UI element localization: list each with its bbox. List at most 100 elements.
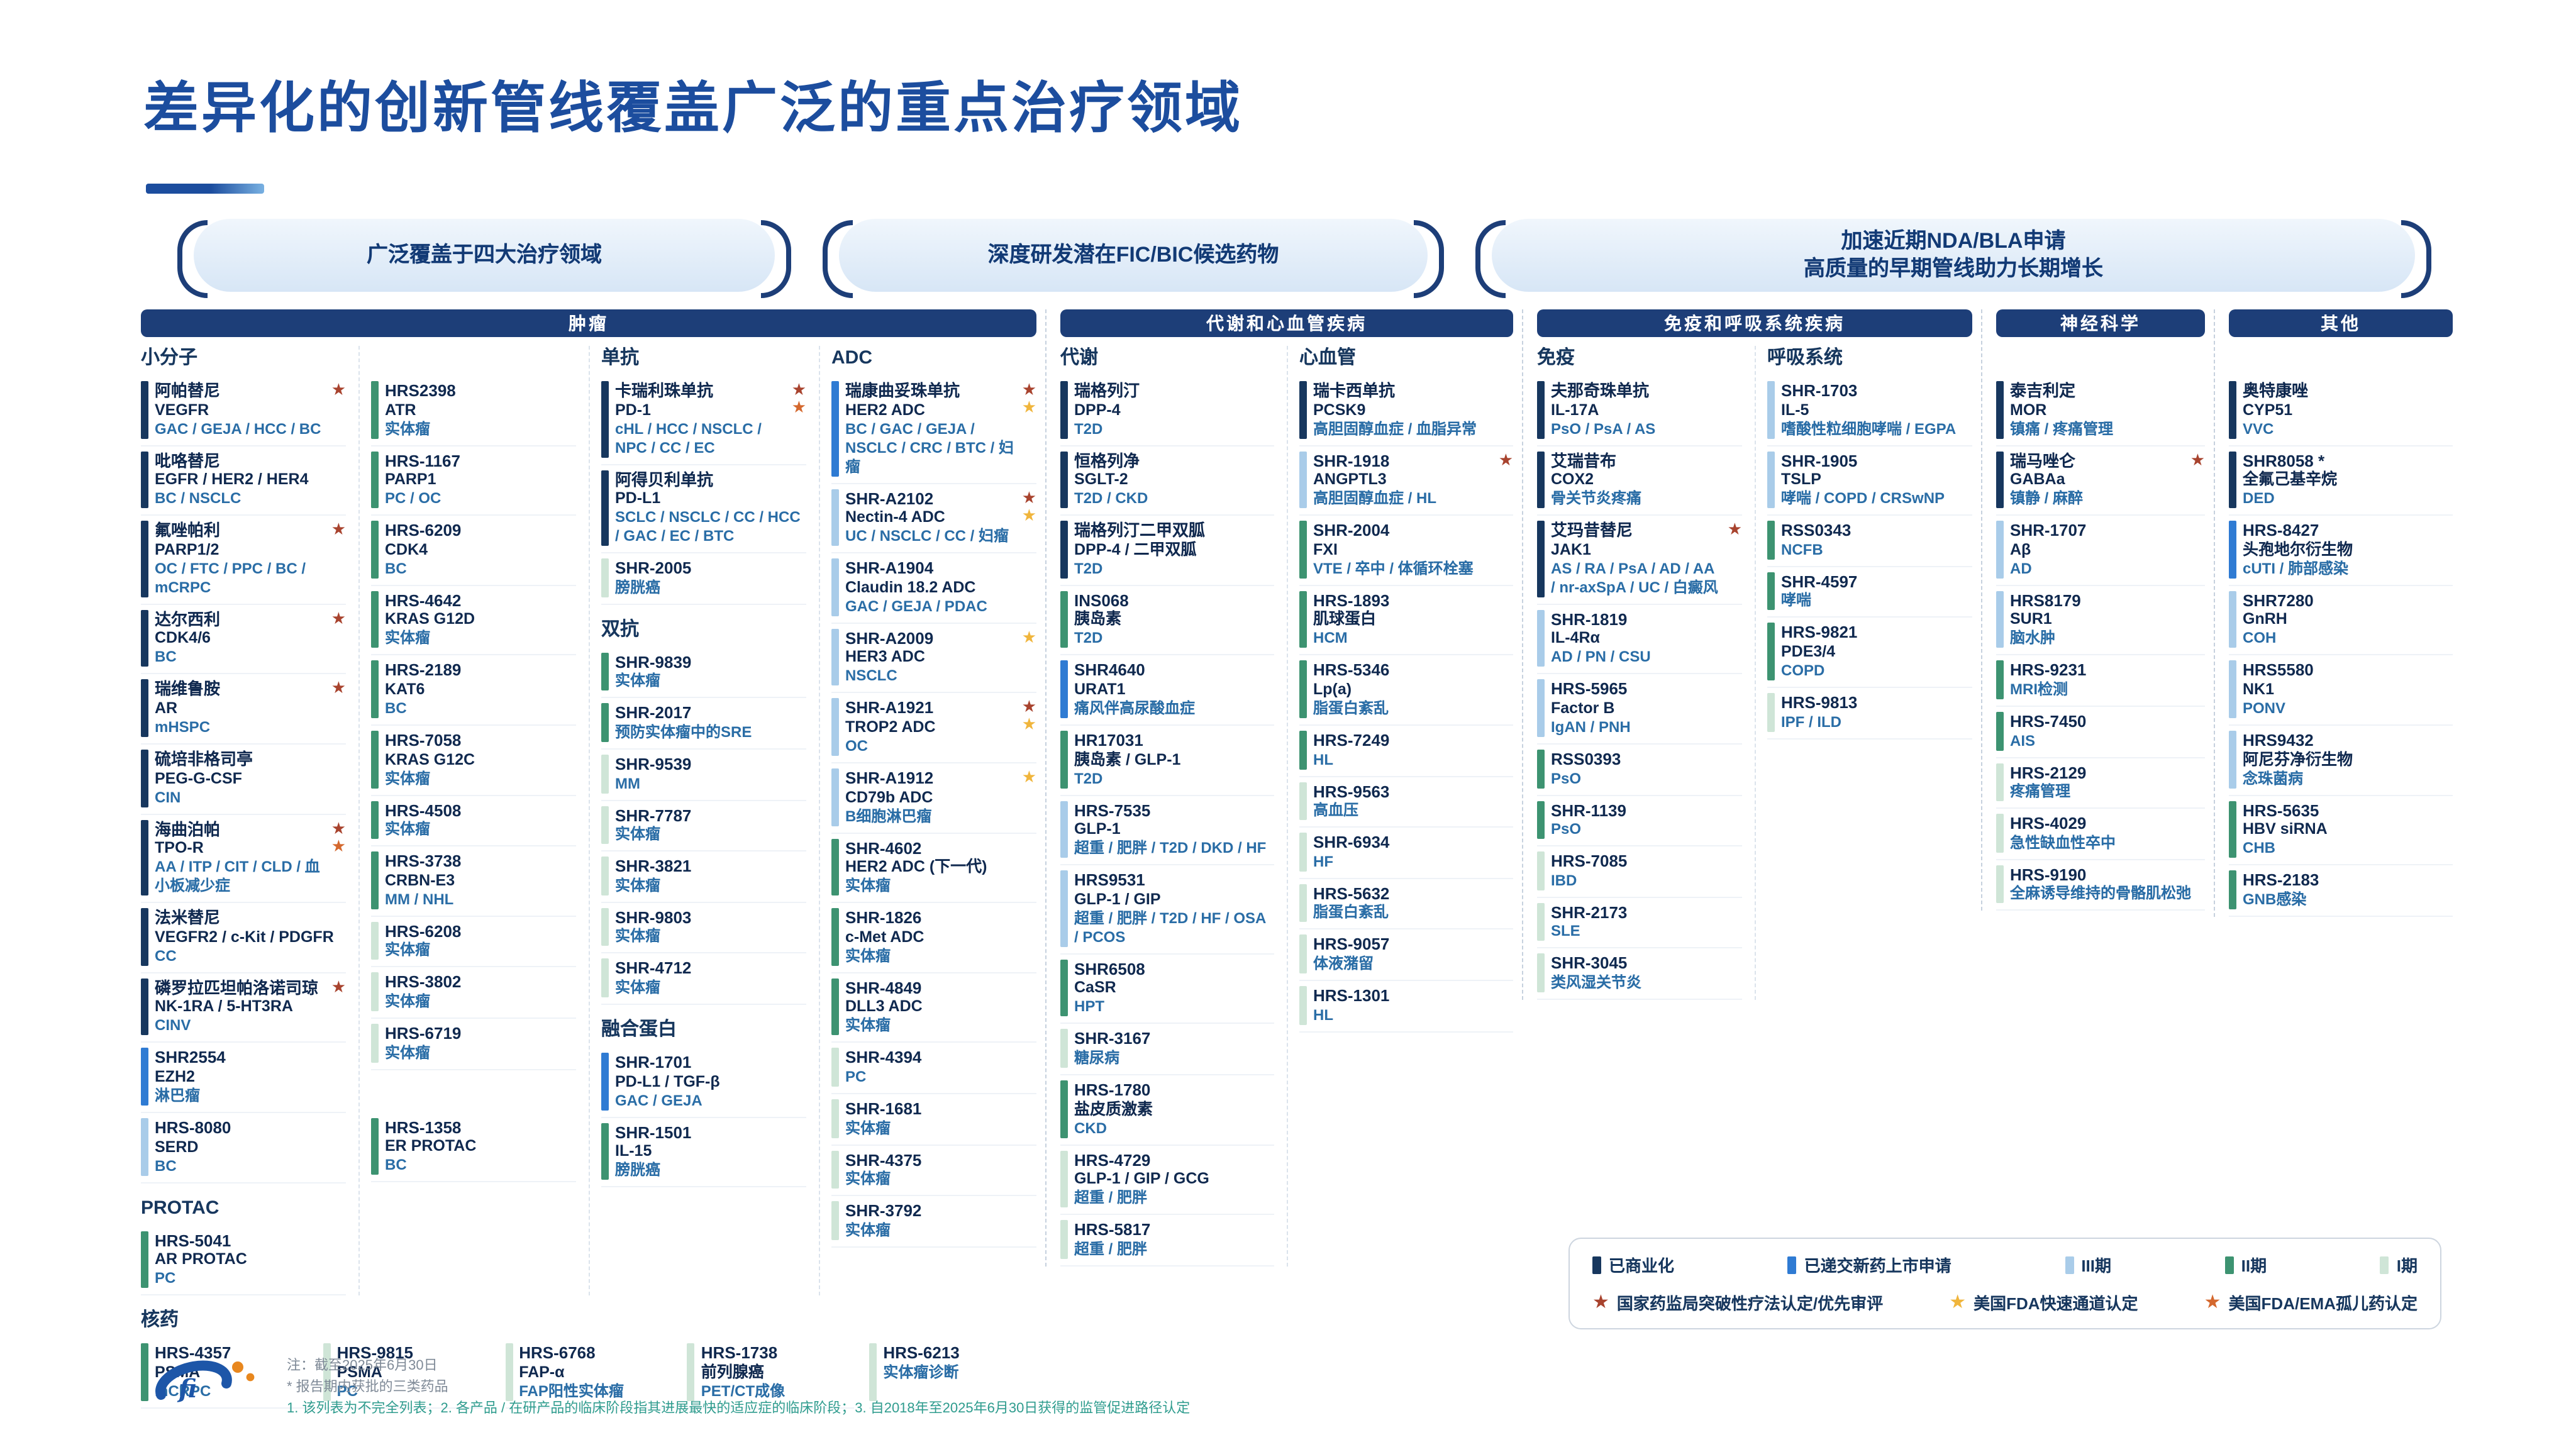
drug-target: PD-L1 / TGF-β <box>615 1072 720 1090</box>
legend-stars-row: ★国家药监局突破性疗法认定/优先审评★美国FDA快速通道认定★美国FDA/EMA… <box>1592 1290 2418 1314</box>
drug-name: SHR7280 <box>2243 590 2314 610</box>
drug-target: EGFR / HER2 / HER4 <box>155 470 309 489</box>
drug-name: HRS-9057 <box>1313 934 1390 954</box>
phase-bar <box>141 1117 148 1176</box>
phase-bar <box>141 521 148 597</box>
drug-indications: BC <box>385 559 407 577</box>
drug-indications: 糖尿病 <box>1074 1048 1120 1067</box>
drug-name: 瑞卡西单抗 <box>1313 381 1396 400</box>
section-header: 核药 <box>141 1309 179 1331</box>
drug-indications: UC / NSCLC / CC / 妇瘤 <box>845 527 1009 545</box>
phase-bar <box>1537 749 1545 789</box>
drug-target: 胰岛素 / GLP-1 <box>1074 750 1181 768</box>
section-header: 单抗 <box>601 347 640 369</box>
phase-bar <box>601 470 609 546</box>
section-header: 免疫 <box>1537 347 1575 369</box>
phase-bar <box>601 652 609 691</box>
drug-target: CD79b ADC <box>845 788 933 806</box>
drug-target: HER2 ADC (下一代) <box>845 858 987 876</box>
drug-name: SHR-A1904 <box>845 558 934 578</box>
drug-name: HRS-2183 <box>2243 870 2319 890</box>
phase-bar <box>831 978 839 1036</box>
drug-name: HRS-4729 <box>1074 1150 1151 1170</box>
phase-bar <box>2229 730 2236 789</box>
phase-bar <box>371 660 379 718</box>
drug-target: Claudin 18.2 ADC <box>845 578 976 596</box>
phase-bar <box>831 1150 839 1189</box>
phase-bar <box>141 978 148 1036</box>
capsule-text: 高质量的早期管线助力长期增长 <box>1804 257 2103 280</box>
drug-indications: 实体瘤 <box>845 1119 891 1137</box>
drug-name: 艾玛昔替尼 <box>1551 521 1633 540</box>
drug-indications: BC <box>155 1156 177 1175</box>
drug-name: SHR-2173 <box>1551 902 1628 922</box>
drug-target: TSLP <box>1781 470 1821 489</box>
drug-name: HRS-1301 <box>1313 985 1390 1005</box>
designation-stars: ★ <box>331 610 346 626</box>
section-header: 心血管 <box>1299 347 1357 369</box>
drug-indications: SCLC / NSCLC / CC / HCC / GAC / EC / BTC <box>615 508 801 545</box>
drug-name: HRS-6213 <box>883 1343 960 1363</box>
phase-bar <box>831 558 839 616</box>
drug-name: HRS-4642 <box>385 590 462 610</box>
drug-indications: VVC <box>2243 419 2274 438</box>
drug-indications: 镇痛 / 疼痛管理 <box>2010 419 2114 438</box>
drug-name: HRS-9821 <box>1781 623 1858 642</box>
drug-indications: BC <box>155 648 177 666</box>
phase-bar <box>2229 521 2236 579</box>
phase-bar <box>1996 763 2004 802</box>
drug-name: RSS0343 <box>1781 521 1852 540</box>
phase-bar <box>1299 590 1307 648</box>
drug-target: HBV siRNA <box>2243 820 2328 838</box>
phase-bar <box>141 609 148 667</box>
bt-star-icon: ★ <box>2190 450 2205 469</box>
nda-swatch <box>1787 1256 1797 1273</box>
phase-bar <box>687 1343 695 1401</box>
legend-label: I期 <box>2396 1256 2418 1275</box>
bt-star-icon: ★ <box>331 818 346 838</box>
phase-bar <box>1537 679 1545 737</box>
phase-bar <box>1537 609 1545 667</box>
drug-name: HRS-6208 <box>385 921 462 941</box>
designation-stars: ★ <box>331 381 346 397</box>
